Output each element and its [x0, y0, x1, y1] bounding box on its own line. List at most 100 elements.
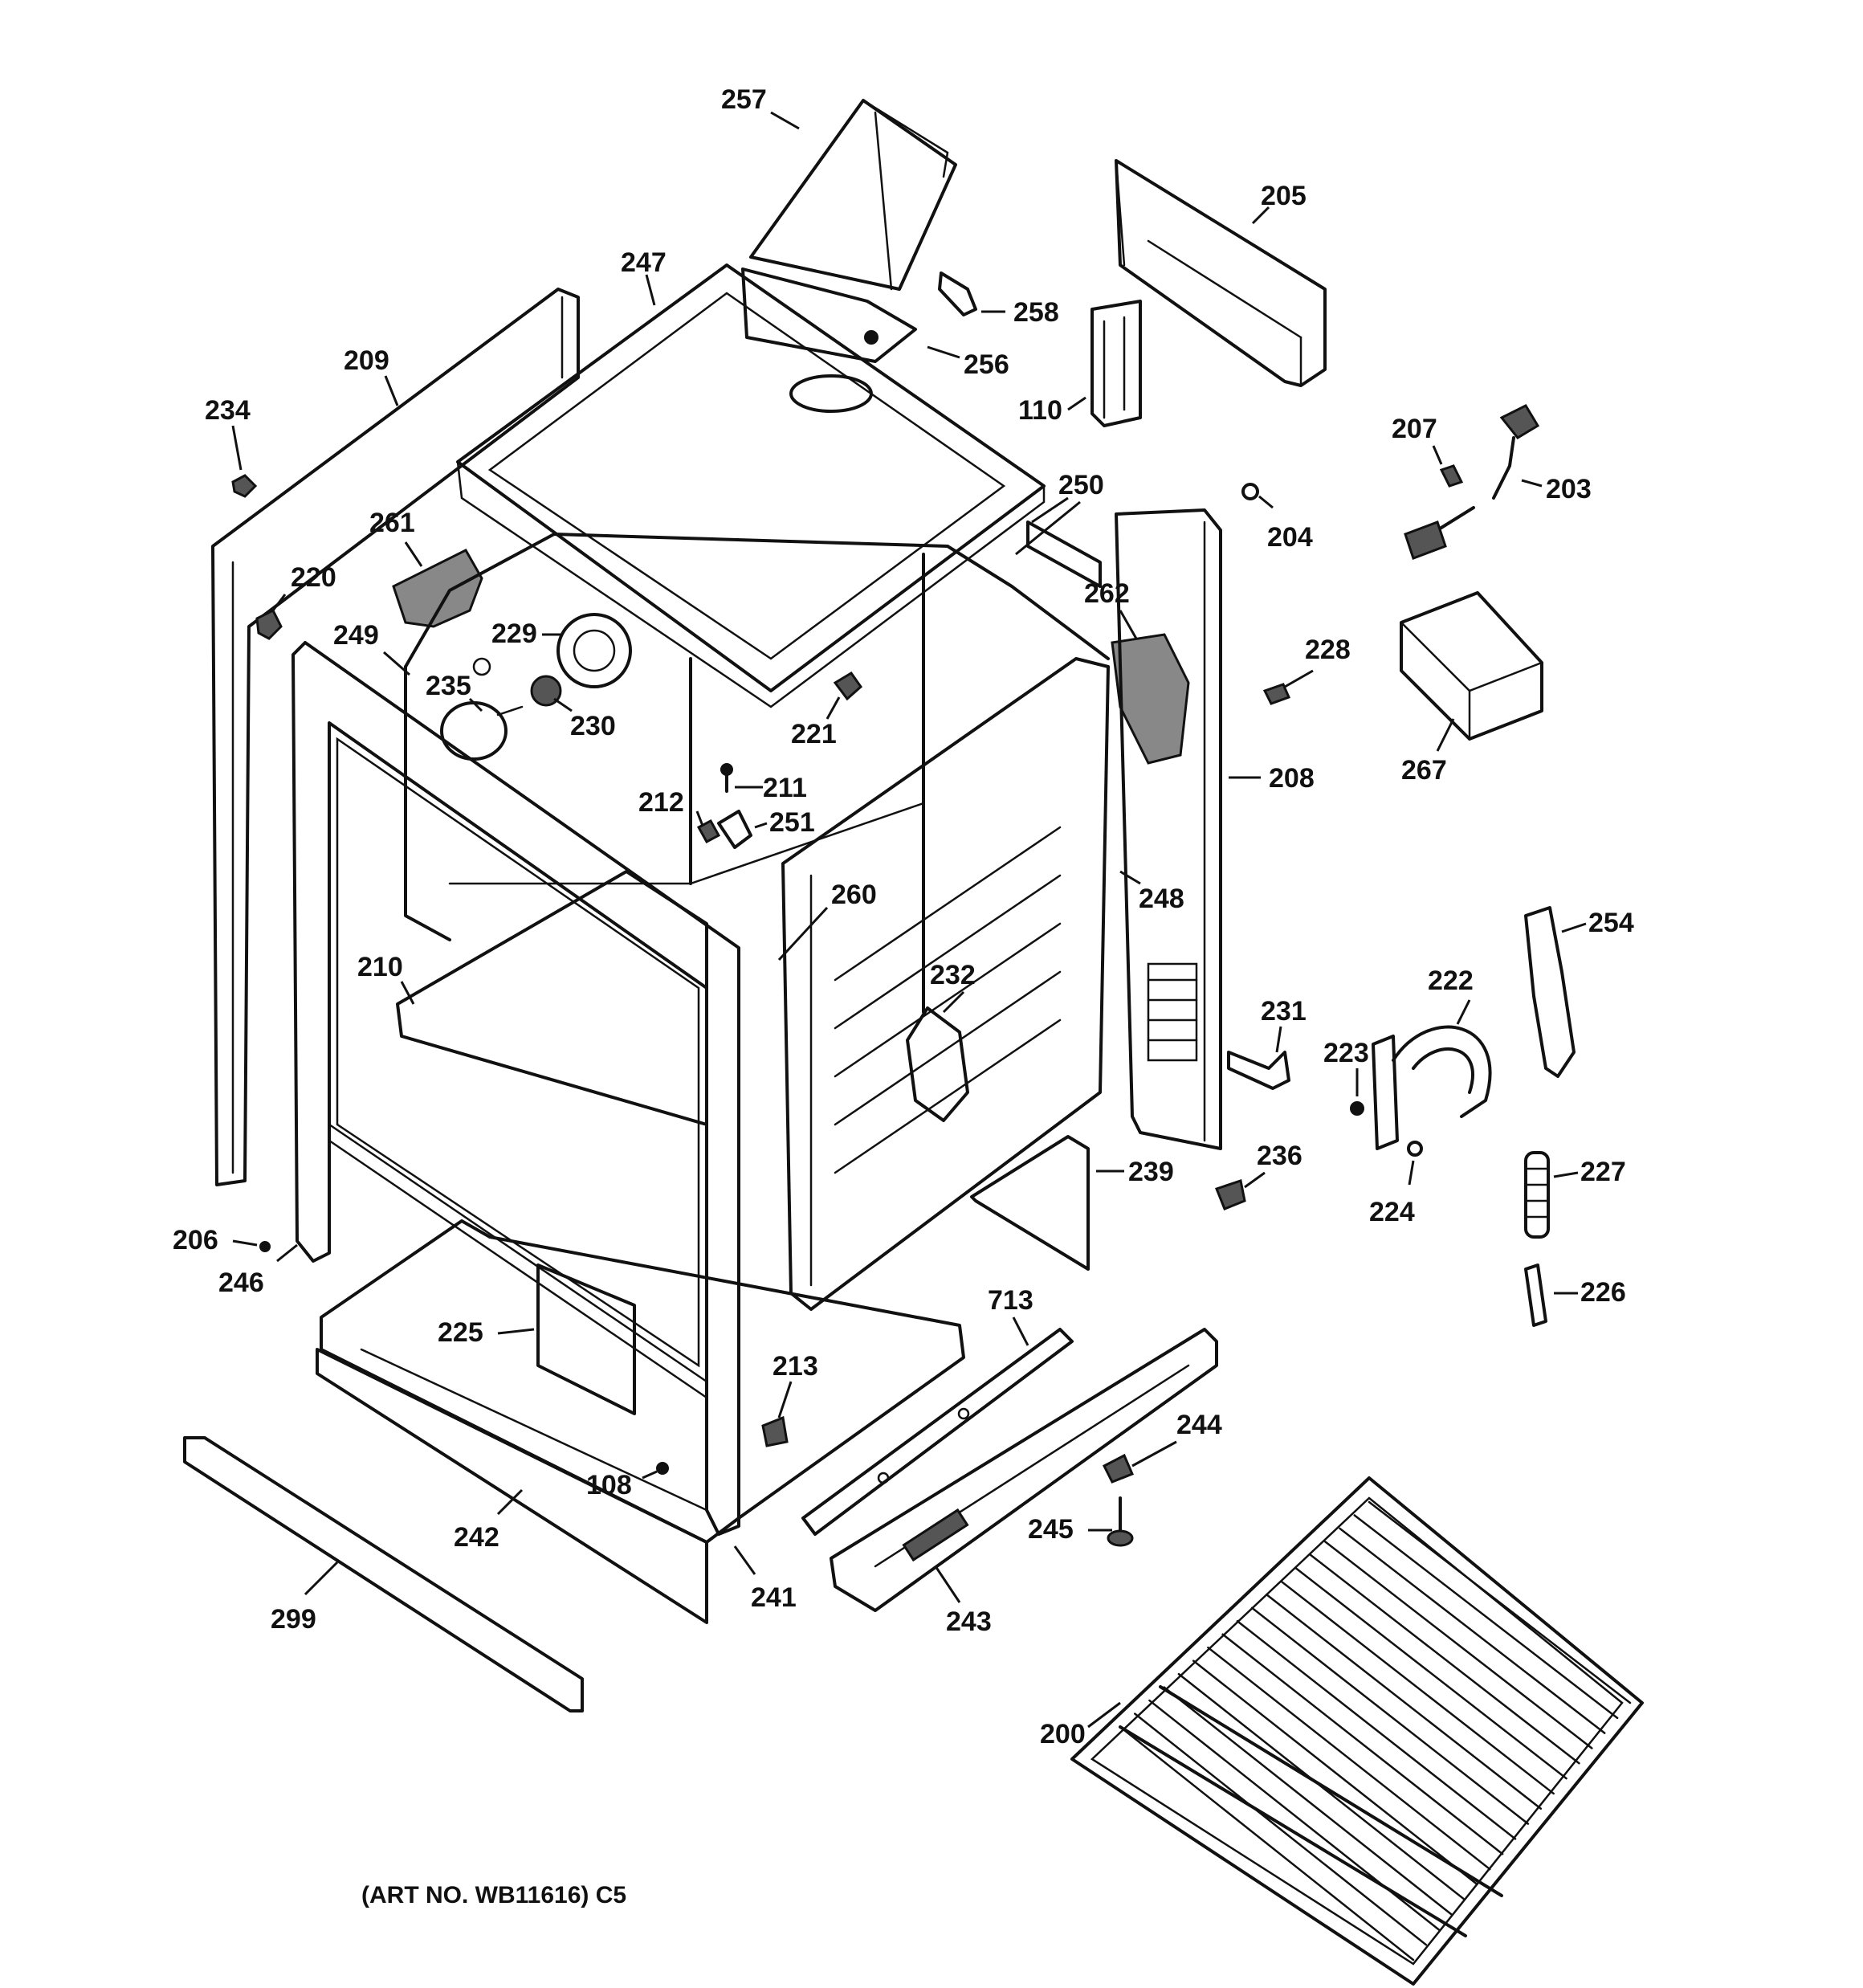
callout-209: 209 [344, 345, 389, 376]
part-225-plate [536, 1263, 636, 1415]
callout-200: 200 [1040, 1719, 1086, 1749]
part-235-bulb [440, 701, 524, 761]
part-108-screw [656, 1462, 669, 1475]
art-number-caption: (ART NO. WB11616) C5 [361, 1882, 626, 1908]
callout-256: 256 [964, 349, 1009, 380]
part-232-bracket [906, 1006, 969, 1122]
part-110-module [1090, 300, 1142, 427]
callout-229: 229 [491, 618, 537, 649]
callout-241: 241 [751, 1582, 797, 1613]
callout-257: 257 [721, 84, 767, 115]
rack-wire [1163, 1686, 1453, 1916]
callout-232: 232 [930, 960, 976, 990]
rack-wire [1309, 1553, 1580, 1765]
part-210-bottom-rack [396, 870, 708, 1126]
part-220-clip [255, 608, 283, 640]
rack-wire [1148, 1699, 1441, 1931]
part-257-vent-flap [749, 99, 957, 291]
callout-236: 236 [1257, 1141, 1302, 1171]
callout-250: 250 [1058, 470, 1104, 500]
callout-206: 206 [173, 1225, 218, 1255]
rack-wire [1339, 1527, 1606, 1734]
callout-254: 254 [1588, 908, 1634, 938]
rack-wire [1221, 1633, 1504, 1855]
callout-249: 249 [333, 620, 379, 651]
rack-wire [1236, 1619, 1517, 1840]
part-267-box [1400, 591, 1543, 741]
rack-wire [1266, 1594, 1543, 1810]
callout-226: 226 [1580, 1277, 1626, 1308]
callout-245: 245 [1028, 1514, 1074, 1545]
part-244-bracket [1102, 1453, 1134, 1484]
part-713-rail [801, 1328, 1074, 1536]
rack-wire [1119, 1725, 1415, 1961]
callout-260: 260 [831, 880, 877, 910]
part-212-clip [696, 818, 721, 844]
callout-220: 220 [291, 562, 336, 593]
callout-231: 231 [1261, 996, 1307, 1027]
callout-208: 208 [1269, 763, 1315, 794]
callout-258: 258 [1013, 297, 1059, 328]
part-243-burner [830, 1328, 1218, 1612]
callout-261: 261 [369, 508, 415, 538]
part-205-cover [1115, 159, 1327, 387]
part-256-bracket-plate [741, 267, 917, 363]
rack-wire [1353, 1514, 1619, 1720]
callout-222: 222 [1428, 965, 1474, 996]
callout-230: 230 [570, 711, 616, 741]
callout-110: 110 [1018, 395, 1062, 426]
callout-247: 247 [621, 247, 667, 278]
callout-223: 223 [1323, 1038, 1369, 1068]
part-224-pin [1407, 1141, 1423, 1157]
callout-251: 251 [769, 807, 815, 838]
part-231-bracket [1227, 1051, 1290, 1090]
part-254-hinge [1524, 906, 1576, 1078]
part-207-connector [1439, 464, 1464, 488]
callout-242: 242 [454, 1522, 499, 1553]
rack-wire [1324, 1541, 1593, 1749]
callout-244: 244 [1176, 1410, 1222, 1440]
callout-207: 207 [1392, 414, 1437, 444]
part-242-front-rail [316, 1348, 708, 1624]
part-206-screw [259, 1241, 271, 1252]
part-223-hinge-bracket [1350, 1035, 1399, 1150]
part-299-strip [183, 1436, 584, 1712]
part-247-top-panel [456, 263, 1046, 708]
callout-243: 243 [946, 1606, 992, 1637]
part-251-bracket [717, 810, 752, 849]
part-234-clip [231, 474, 258, 498]
callout-225: 225 [438, 1317, 483, 1348]
part-239-rear-bracket [970, 1135, 1090, 1271]
part-228-clip [1262, 683, 1291, 705]
rack-wire [1133, 1712, 1428, 1946]
part-261-insulation [392, 549, 483, 628]
part-250-bracket [1026, 520, 1102, 588]
part-211-screw [720, 763, 733, 793]
rack-wire [1280, 1580, 1555, 1795]
callout-239: 239 [1128, 1157, 1174, 1187]
part-236-clip [1215, 1179, 1246, 1210]
part-227-spring [1524, 1151, 1550, 1239]
callout-248: 248 [1139, 884, 1184, 914]
part-245-orifice [1107, 1496, 1134, 1547]
part-204-clip [1241, 483, 1259, 500]
callout-205: 205 [1261, 181, 1307, 211]
rack-wire [1294, 1567, 1567, 1780]
callout-713: 713 [988, 1285, 1033, 1316]
rack-wire [1368, 1500, 1632, 1704]
part-203-harness [1404, 404, 1540, 560]
callout-224: 224 [1369, 1197, 1415, 1227]
part-230-socket [530, 675, 562, 707]
callouts: 257 205 247 258 256 209 110 234 207 203 … [173, 84, 1634, 1749]
callout-267: 267 [1401, 755, 1447, 786]
rack-wire [1250, 1606, 1530, 1825]
part-258-bracket [938, 271, 977, 316]
callout-213: 213 [773, 1351, 818, 1382]
part-221-clip [833, 671, 863, 701]
callout-203: 203 [1546, 474, 1592, 504]
part-200-oven-rack [1070, 1476, 1644, 1986]
part-222-hinge-arm [1392, 1025, 1492, 1118]
callout-210: 210 [357, 952, 403, 982]
callout-221: 221 [791, 719, 837, 749]
